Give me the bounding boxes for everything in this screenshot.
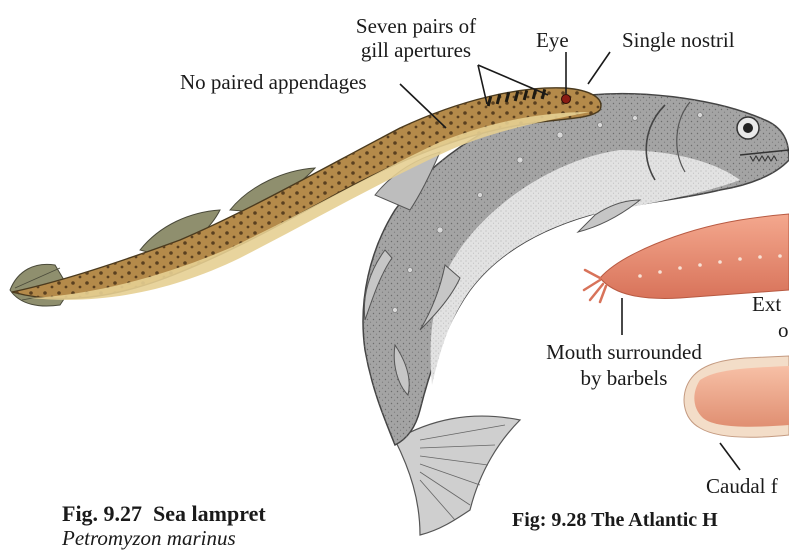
lamprey-eye <box>562 95 571 104</box>
label-single-nostril: Single nostril <box>622 30 735 51</box>
label-mouth-barbels: Mouth surrounded by barbels <box>535 342 713 389</box>
caption-fig-9-27-species: Petromyzon marinus <box>62 526 236 551</box>
label-ext-partial-line1: Ext <box>752 294 789 315</box>
label-eye: Eye <box>536 30 569 51</box>
label-caudal-partial: Caudal f <box>706 476 778 497</box>
label-no-paired-appendages: No paired appendages <box>180 72 367 93</box>
label-ext-partial-line2: o <box>752 320 789 341</box>
caption-fig-9-27-title: Fig. 9.27 Sea lampret <box>62 501 266 527</box>
label-mouth-barbels-line1: Mouth surrounded <box>535 342 713 363</box>
leader-gill-right <box>478 65 548 95</box>
caption-fig-9-28-title: Fig: 9.28 The Atlantic H <box>512 509 718 532</box>
label-ext-partial: Ext o <box>752 294 789 341</box>
label-gill-apertures-line2: gill apertures <box>350 40 482 61</box>
label-mouth-barbels-line2: by barbels <box>535 368 713 389</box>
label-gill-apertures: Seven pairs of gill apertures <box>350 16 482 61</box>
leader-nostril <box>588 52 610 84</box>
label-gill-apertures-line1: Seven pairs of <box>350 16 482 37</box>
fish-tail-fin <box>395 416 520 535</box>
leader-caudal <box>720 443 740 470</box>
